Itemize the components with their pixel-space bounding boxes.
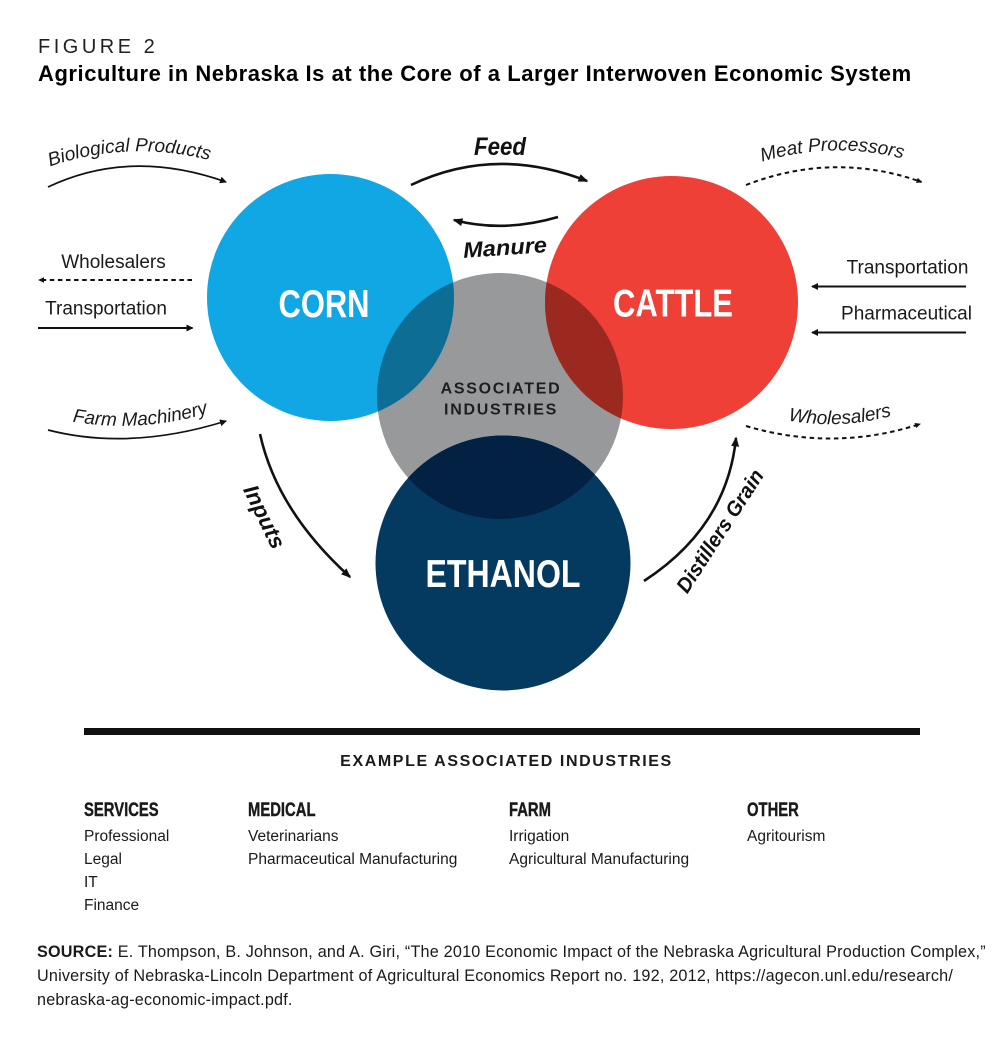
svg-text:Feed: Feed: [474, 133, 527, 161]
svg-text:Distillers Grain: Distillers Grain: [672, 465, 769, 597]
svg-text:Manure: Manure: [462, 232, 548, 263]
svg-text:Wholesalers: Wholesalers: [787, 400, 893, 429]
svg-text:Farm Machinery: Farm Machinery: [72, 397, 211, 431]
svg-text:Meat Processors: Meat Processors: [758, 134, 907, 166]
svg-text:Transportation: Transportation: [45, 299, 167, 320]
svg-text:ETHANOL: ETHANOL: [426, 553, 581, 596]
svg-text:ASSOCIATED: ASSOCIATED: [441, 381, 562, 398]
svg-text:INDUSTRIES: INDUSTRIES: [444, 402, 558, 419]
svg-text:Wholesalers: Wholesalers: [61, 252, 166, 273]
svg-text:Pharmaceutical: Pharmaceutical: [841, 304, 972, 325]
svg-text:CORN: CORN: [279, 283, 370, 326]
svg-text:Transportation: Transportation: [847, 258, 969, 279]
svg-text:CATTLE: CATTLE: [613, 283, 733, 326]
